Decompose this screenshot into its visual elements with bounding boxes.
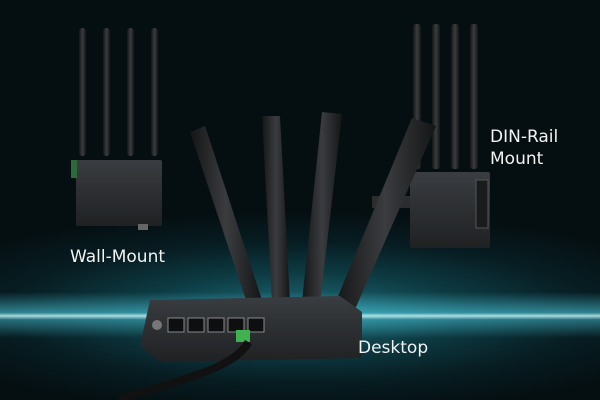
ethernet-ports bbox=[167, 317, 265, 333]
antenna-icon bbox=[451, 24, 459, 169]
ethernet-port-icon bbox=[187, 317, 205, 333]
wall-mount-caption: Wall-Mount bbox=[70, 247, 166, 267]
ethernet-port-icon bbox=[207, 317, 225, 333]
terminal-block-icon bbox=[71, 160, 77, 178]
power-cable-icon bbox=[118, 340, 252, 400]
wall-mount-router bbox=[71, 28, 162, 230]
mount-bracket bbox=[138, 224, 148, 230]
antenna-icon bbox=[334, 118, 436, 316]
terminal-block-icon bbox=[236, 330, 250, 342]
din-rail-body bbox=[410, 172, 490, 248]
reset-button-icon bbox=[152, 320, 162, 330]
ethernet-port-icon bbox=[227, 317, 245, 333]
antenna-icon bbox=[262, 116, 290, 302]
wall-mount-antennas bbox=[79, 28, 158, 156]
antenna-icon bbox=[470, 24, 478, 169]
side-panel bbox=[475, 179, 489, 229]
desktop-router bbox=[118, 112, 436, 400]
antenna-icon bbox=[190, 126, 262, 306]
antenna-icon bbox=[151, 28, 158, 156]
wall-mount-body bbox=[76, 160, 162, 226]
desktop-antennas bbox=[190, 112, 436, 316]
antenna-icon bbox=[103, 28, 110, 156]
antenna-icon bbox=[432, 24, 440, 169]
ethernet-port-icon bbox=[167, 317, 185, 333]
antenna-icon bbox=[127, 28, 134, 156]
ethernet-port-icon bbox=[247, 317, 265, 333]
din-rail-mount-caption: DIN-Rail Mount bbox=[490, 127, 559, 169]
antenna-icon bbox=[79, 28, 86, 156]
desktop-caption: Desktop bbox=[358, 338, 429, 358]
din-rail-router bbox=[372, 24, 490, 248]
antenna-icon bbox=[302, 112, 342, 304]
